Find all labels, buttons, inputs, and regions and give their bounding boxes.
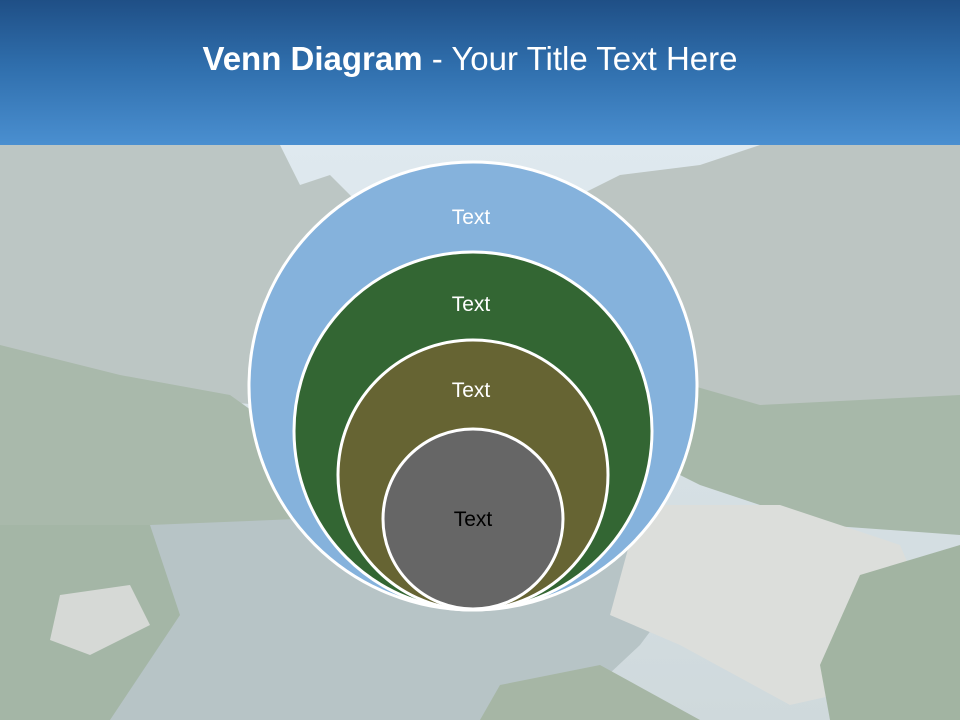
venn-label-2: Text bbox=[452, 293, 491, 316]
title-rest: - Your Title Text Here bbox=[422, 40, 738, 77]
title-bold: Venn Diagram bbox=[202, 40, 423, 77]
title-bar: Venn Diagram - Your Title Text Here bbox=[0, 0, 960, 145]
venn-circle-inner[interactable] bbox=[381, 427, 565, 611]
venn-label-3: Text bbox=[452, 379, 491, 402]
slide-title: Venn Diagram - Your Title Text Here bbox=[0, 40, 940, 78]
venn-label-inner: Text bbox=[454, 508, 493, 531]
venn-label-outer: Text bbox=[452, 206, 491, 229]
